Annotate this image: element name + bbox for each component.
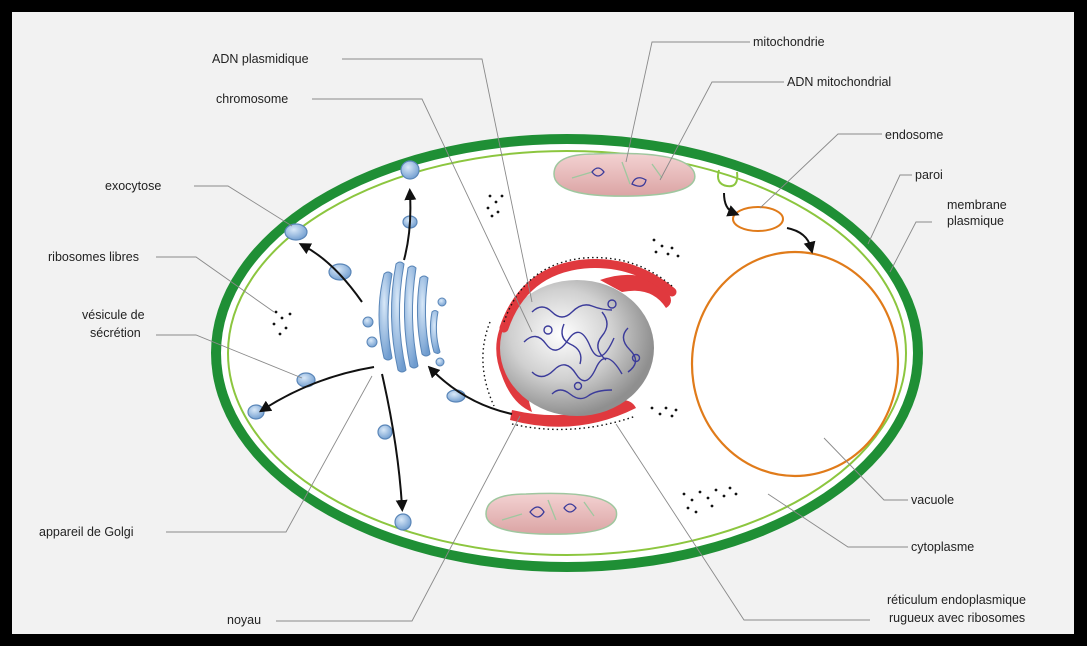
vacuole (692, 252, 898, 476)
label-noyau: noyau (227, 613, 261, 627)
mitochondrion-bottom (486, 493, 617, 534)
label-adn-mitochondrial: ADN mitochondrial (787, 75, 891, 89)
diagram-canvas: ADN plasmidique chromosome exocytose rib… (12, 12, 1074, 634)
label-chromosome: chromosome (216, 92, 288, 106)
label-ribosomes-libres: ribosomes libres (48, 250, 139, 264)
label-appareil-golgi: appareil de Golgi (39, 525, 134, 539)
label-mitochondrie: mitochondrie (753, 35, 825, 49)
label-membrane-line1: membrane (947, 198, 1007, 212)
label-vesicule-line1: vésicule de (82, 308, 145, 322)
label-exocytose: exocytose (105, 179, 161, 193)
label-adn-plasmidique: ADN plasmidique (212, 52, 309, 66)
label-reticulum-line1: réticulum endoplasmique (887, 593, 1026, 607)
label-membrane-line2: plasmique (947, 214, 1004, 228)
mitochondrion-top (554, 153, 695, 196)
endosome (733, 207, 783, 231)
cell-diagram: ADN plasmidique chromosome exocytose rib… (12, 12, 1074, 634)
label-vesicule-line2: sécrétion (90, 326, 141, 340)
label-cytoplasme: cytoplasme (911, 540, 974, 554)
label-paroi: paroi (915, 168, 943, 182)
label-reticulum-line2: rugueux avec ribosomes (889, 611, 1025, 625)
label-vacuole: vacuole (911, 493, 954, 507)
label-endosome: endosome (885, 128, 943, 142)
